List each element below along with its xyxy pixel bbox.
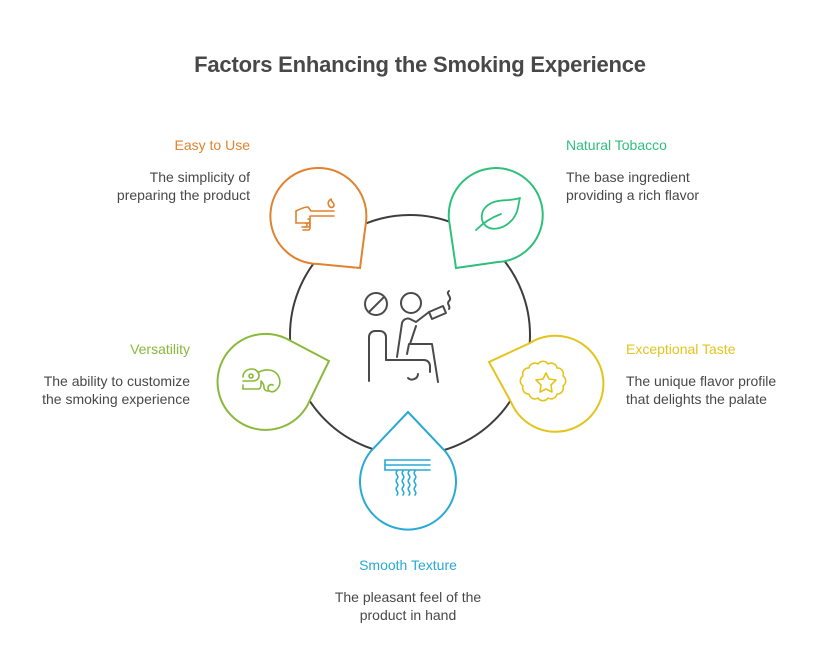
factor-title: Easy to Use	[174, 137, 250, 153]
factor-description: The unique flavor profile that delights …	[626, 372, 816, 408]
factor-node-versatility[interactable]	[216, 332, 331, 431]
factor-label-exceptional-taste: Exceptional Taste The unique flavor prof…	[626, 340, 816, 408]
factor-node-natural-tobacco[interactable]	[447, 167, 544, 270]
factor-title: Natural Tobacco	[566, 137, 667, 153]
leaf-icon	[475, 197, 521, 231]
description-line: The base ingredient	[566, 169, 690, 185]
factor-description: The base ingredient providing a rich fla…	[566, 168, 766, 204]
factor-title: Exceptional Taste	[626, 341, 736, 357]
factor-description: The pleasant feel of the product in hand	[308, 588, 508, 624]
description-line: providing a rich flavor	[566, 187, 700, 203]
chameleon-icon	[242, 368, 281, 393]
diagram-title: Factors Enhancing the Smoking Experience	[194, 52, 646, 77]
description-line: the smoking experience	[42, 391, 190, 407]
factor-label-versatility: Versatility The ability to customize the…	[10, 340, 190, 408]
star-badge-icon	[519, 360, 567, 402]
description-line: that delights the palate	[626, 391, 767, 407]
factor-label-natural-tobacco: Natural Tobacco The base ingredient prov…	[566, 136, 766, 204]
description-line: product in hand	[359, 607, 457, 623]
factor-label-easy-to-use: Easy to Use The simplicity of preparing …	[70, 136, 250, 204]
description-line: The ability to customize	[43, 373, 190, 389]
description-line: preparing the product	[116, 187, 250, 203]
factor-description: The simplicity of preparing the product	[70, 168, 250, 204]
hand-lighter-icon	[295, 198, 335, 231]
description-line: The unique flavor profile	[626, 373, 777, 389]
heater-waves-icon	[384, 459, 431, 496]
person-smoking-icon	[364, 290, 452, 383]
factor-node-easy-to-use[interactable]	[269, 167, 368, 270]
factor-title: Smooth Texture	[359, 557, 457, 573]
factor-node-exceptional-taste[interactable]	[487, 334, 605, 433]
description-line: The simplicity of	[149, 169, 250, 185]
factor-title: Versatility	[130, 341, 190, 357]
factor-description: The ability to customize the smoking exp…	[10, 372, 190, 408]
factor-node-smooth-texture[interactable]	[359, 410, 457, 531]
description-line: The pleasant feel of the	[334, 589, 482, 605]
factor-label-smooth-texture: Smooth Texture The pleasant feel of the …	[308, 556, 508, 624]
